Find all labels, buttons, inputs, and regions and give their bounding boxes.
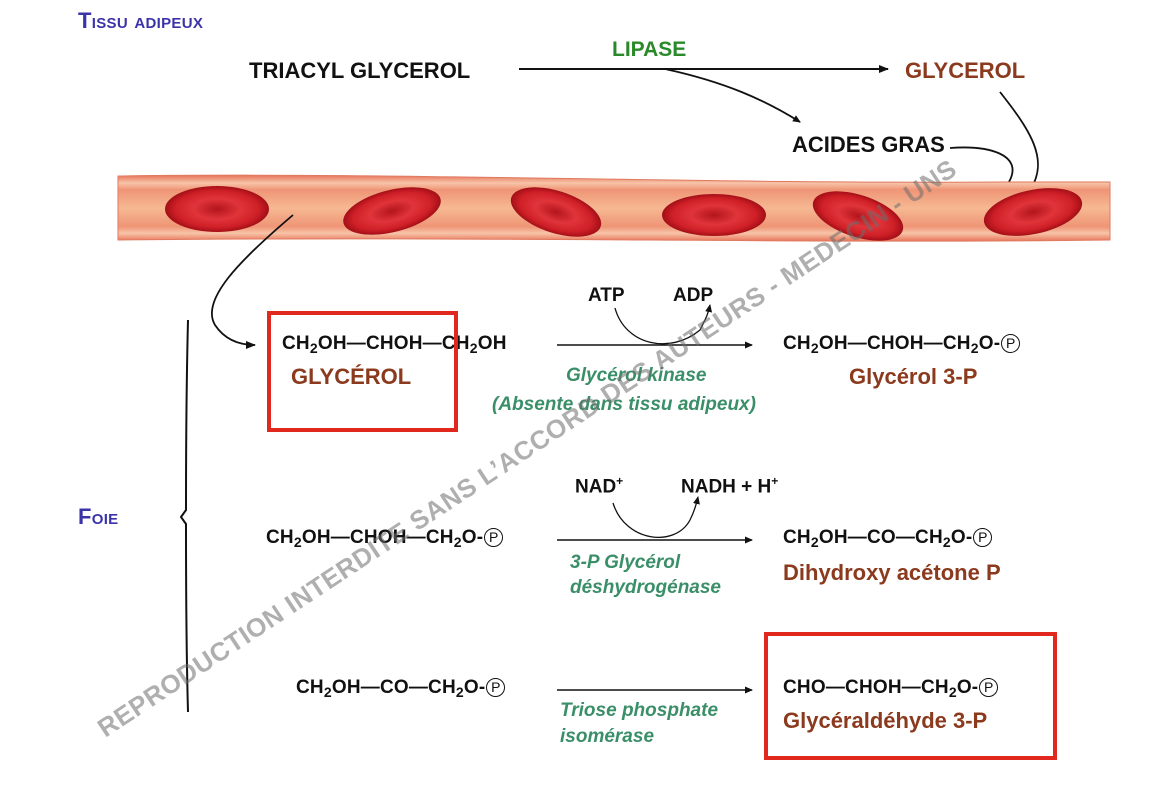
- phosphate-icon: P: [486, 678, 506, 697]
- reaction-2-enzyme-line2: déshydrogénase: [570, 577, 721, 598]
- reaction-3-enzyme-line2: isomérase: [560, 726, 655, 747]
- highlight-box-glyceraldehyde-3p: [764, 632, 1057, 760]
- blood-to-liver-arrow: [210, 214, 294, 349]
- highlight-box-glycerol: [267, 311, 458, 432]
- reaction-2-enzyme-line1: 3-P Glycérol: [570, 552, 681, 573]
- reaction-1-substrate-formula: CH2OH—CHOH—CH2OH: [282, 333, 507, 356]
- liver-brace: [179, 319, 189, 713]
- reaction-2-cofactor-in: NAD+: [575, 474, 624, 498]
- reaction-2-cofactor-out: NADH + H+: [681, 474, 779, 498]
- reaction-1-enzyme-line1: Glycérol kinase: [566, 365, 707, 386]
- region-label-adipose: Tissu adipeux: [78, 8, 204, 33]
- region-label-liver: Foie: [78, 504, 119, 529]
- reaction-3-enzyme-line1: Triose phosphate: [560, 700, 719, 721]
- phosphate-icon: P: [979, 678, 999, 697]
- reaction-2-product-name: Dihydroxy acétone P: [783, 560, 1001, 585]
- reaction-2-product-formula: CH2OH—CO—CH2O-P: [783, 527, 993, 550]
- phosphate-icon: P: [484, 528, 504, 547]
- blood-vessel: [117, 174, 1111, 242]
- reaction-2-substrate-formula: CH2OH—CHOH—CH2O-P: [266, 527, 504, 550]
- glycerol-product-label: GLYCEROL: [905, 58, 1026, 83]
- red-blood-cells: [165, 186, 1083, 241]
- triacylglycerol-label: TRIACYL GLYCEROL: [249, 58, 471, 83]
- reaction-1-substrate-name: GLYCÉROL: [291, 364, 412, 389]
- reaction-2-cofactor-curve: [612, 496, 700, 539]
- reaction-1-cofactor-in: ATP: [588, 285, 625, 306]
- phosphate-icon: P: [973, 528, 993, 547]
- lipase-label: LIPASE: [612, 38, 687, 61]
- fatty-acid-branch-arrow: [664, 68, 801, 123]
- phosphate-icon: P: [1001, 334, 1021, 353]
- reaction-3-product-formula: CHO—CHOH—CH2O-P: [783, 677, 999, 700]
- reaction-1-cofactor-out: ADP: [673, 285, 714, 306]
- reaction-1-product-name: Glycérol 3-P: [849, 364, 978, 389]
- reaction-3-product-name: Glycéraldéhyde 3-P: [783, 708, 988, 733]
- reaction-1-enzyme-line2: (Absente dans tissu adipeux): [492, 394, 756, 415]
- reaction-1-product-formula: CH2OH—CHOH—CH2O-P: [783, 333, 1021, 356]
- fatty-acids-label: ACIDES GRAS: [792, 132, 945, 157]
- reaction-1-cofactor-curve: [614, 304, 713, 345]
- reaction-3-substrate-formula: CH2OH—CO—CH2O-P: [296, 677, 506, 700]
